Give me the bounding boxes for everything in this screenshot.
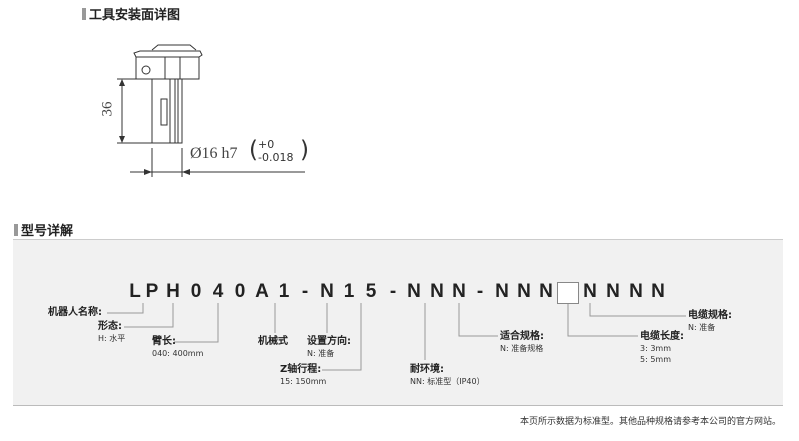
code-char: N (583, 281, 597, 302)
close-paren: ) (300, 137, 309, 163)
code-char: N (539, 281, 553, 302)
code-char: N (606, 281, 620, 302)
code-blank-box (557, 282, 579, 304)
label-form: 形态: (98, 321, 122, 332)
code-char: N (320, 281, 334, 302)
code-char: N (495, 281, 509, 302)
model-code-panel (13, 240, 783, 406)
label-direction: 设置方向: (307, 336, 351, 347)
cable-length-value: 5: 5mm (640, 355, 672, 364)
arm-value: 040: 400mm (152, 349, 204, 358)
code-char: - (301, 281, 309, 302)
label-z-stroke: Z轴行程: (280, 364, 322, 375)
label-robot-name: 机器人名称: (48, 307, 102, 318)
open-paren: ( (249, 137, 258, 163)
code-char: N (651, 281, 665, 302)
code-char: P (145, 281, 159, 302)
code-char: 4 (212, 281, 224, 302)
code-char: N (517, 281, 531, 302)
fit-spec-value: N: 准备规格 (500, 344, 544, 353)
code-char: 1 (343, 281, 355, 302)
label-arm: 臂长: (152, 336, 176, 347)
z-stroke-value: 15: 150mm (280, 377, 327, 386)
code-char: 0 (190, 281, 202, 302)
code-char: - (476, 281, 484, 302)
label-cable-spec: 电缆规格: (688, 310, 732, 321)
code-char: N (407, 281, 421, 302)
environment-value: NN: 标准型（IP40） (410, 377, 485, 386)
label-cable-length: 电缆长度: (640, 331, 684, 342)
tolerance-plus: +0 (258, 138, 275, 151)
cable-spec-value: N: 准备 (688, 323, 716, 332)
label-environment: 耐环境: (410, 364, 444, 375)
code-char: N (452, 281, 466, 302)
form-value: H: 水平 (98, 334, 126, 343)
footnote: 本页所示数据为标准型。其他品种规格请参考本公司的官方网站。 (519, 417, 781, 427)
tolerance-minus: -0.018 (258, 151, 294, 164)
diameter-dimension: Ø16 h7 (190, 145, 238, 162)
code-char: N (430, 281, 444, 302)
label-fit-spec: 适合规格: (500, 331, 544, 342)
label-mech: 机械式 (258, 336, 288, 347)
code-char: L (129, 281, 141, 302)
code-char: A (255, 281, 269, 302)
section-title-model: 型号详解 (14, 224, 73, 239)
code-char: 5 (365, 281, 377, 302)
height-dimension: 36 (99, 101, 116, 117)
cable-length-value: 3: 3mm (640, 344, 672, 353)
code-char: H (166, 281, 180, 302)
code-char: 0 (234, 281, 246, 302)
code-char: N (629, 281, 643, 302)
direction-value: N: 准备 (307, 349, 335, 358)
code-char: 1 (278, 281, 290, 302)
code-char: - (389, 281, 397, 302)
section-title-tool-mount: 工具安装面详图 (82, 8, 180, 23)
